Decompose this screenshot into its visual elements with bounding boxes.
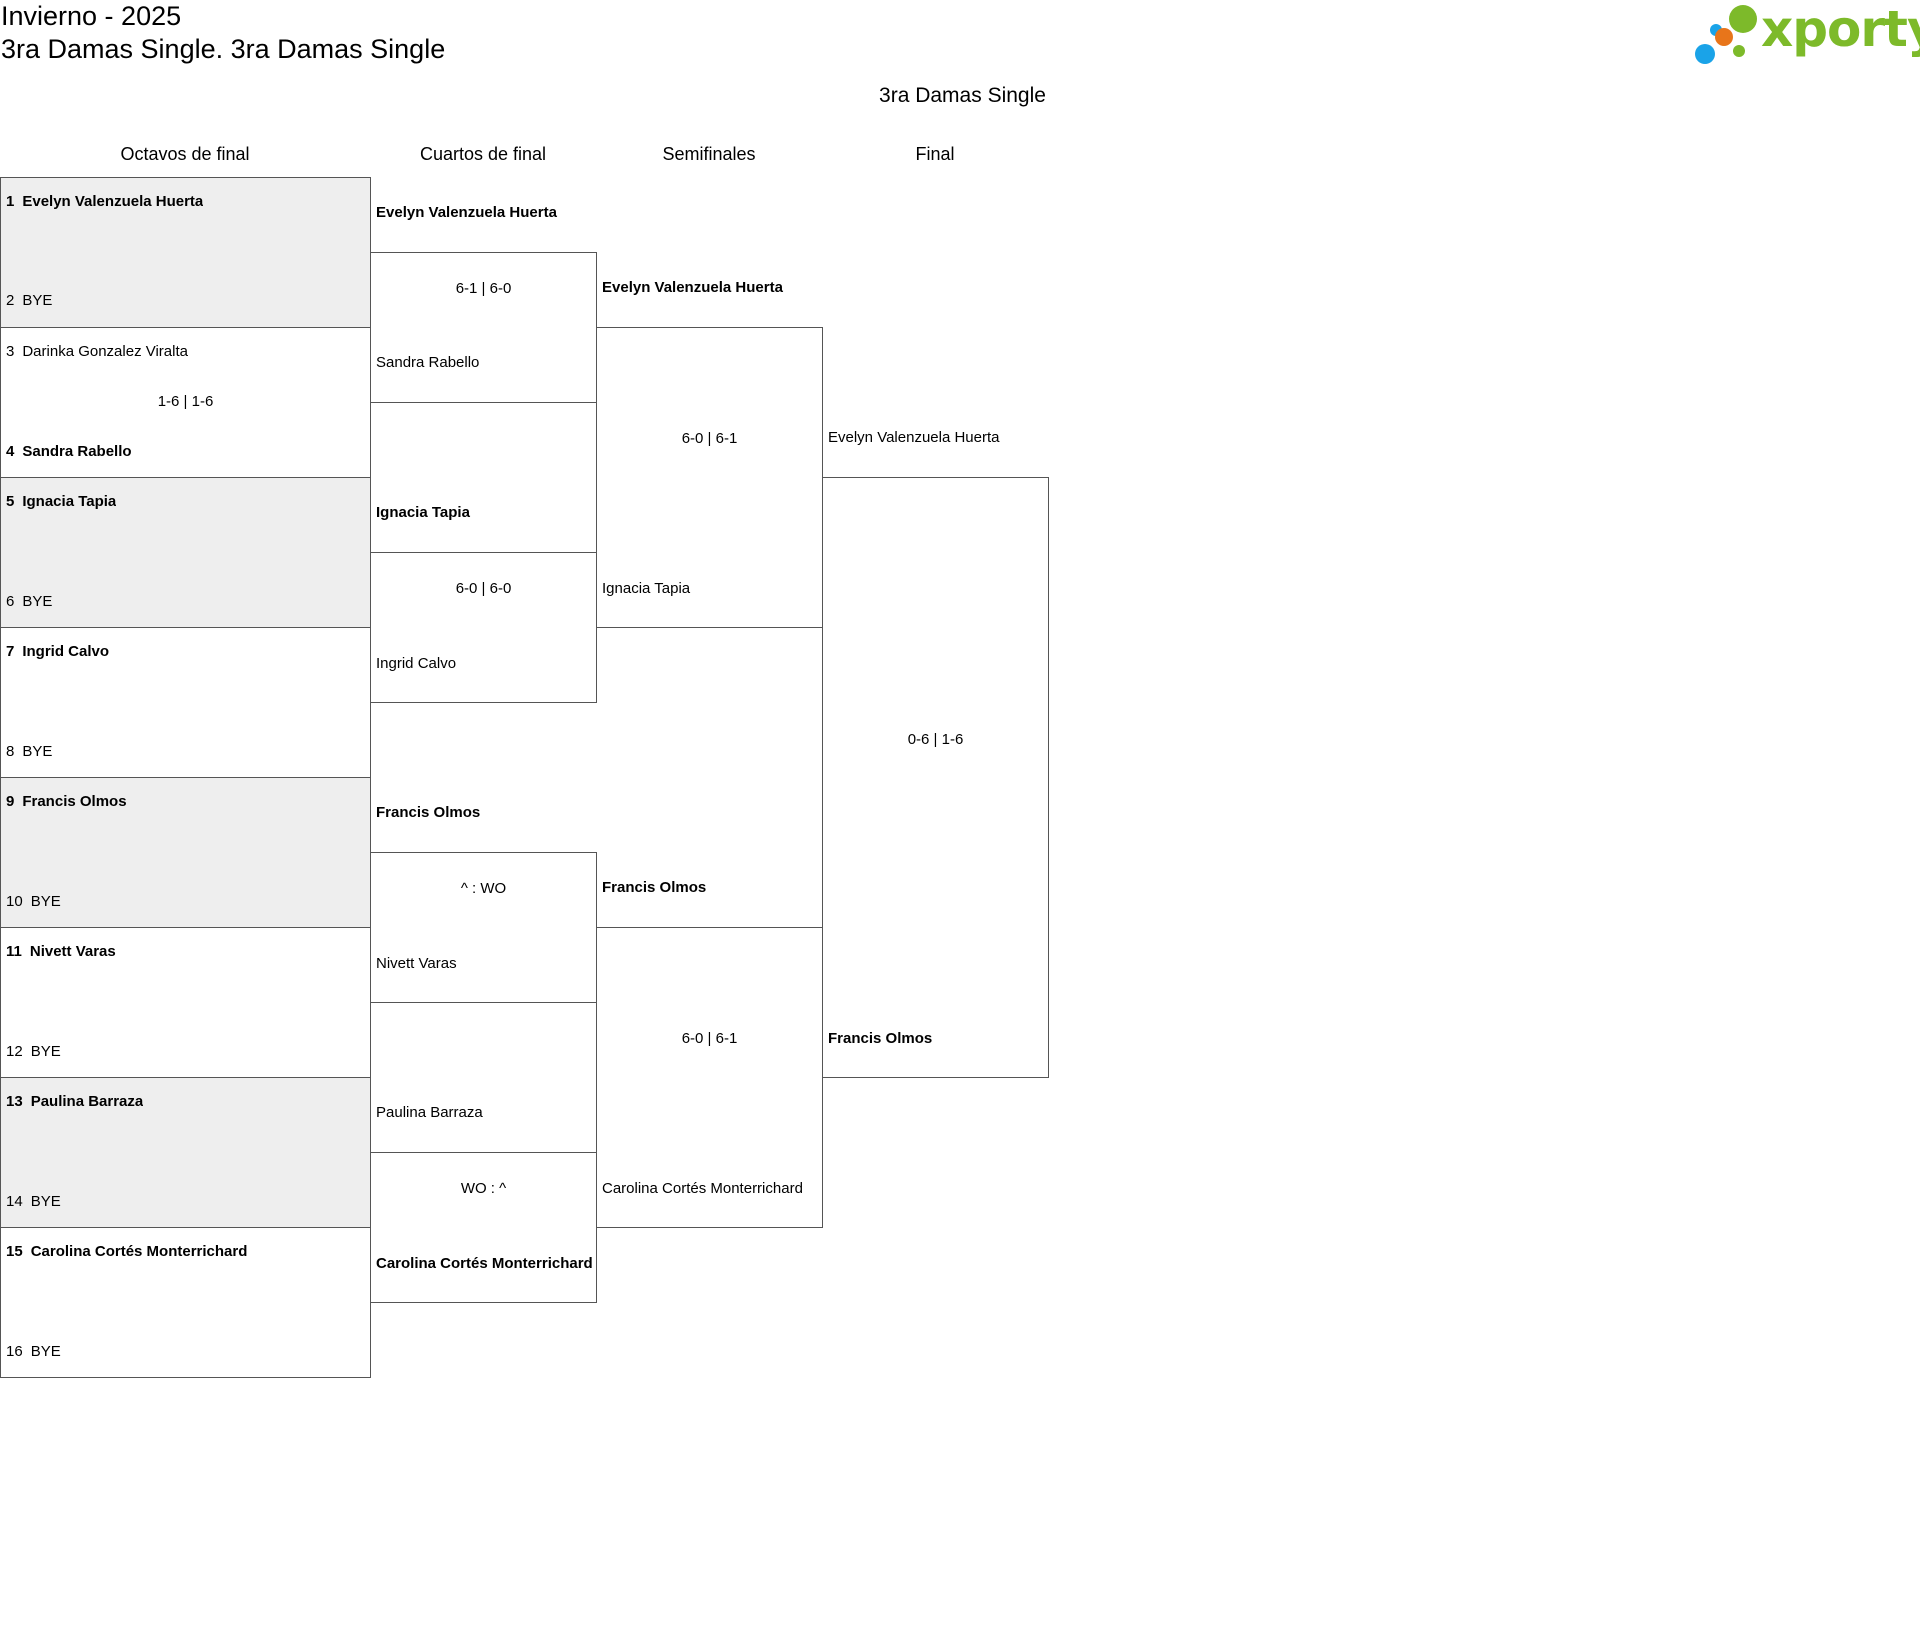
match-score: 1-6 | 1-6 (157, 393, 214, 410)
logo-dot-orange (1715, 28, 1733, 46)
match-r16-5 (0, 777, 371, 928)
match-score: WO : ^ (460, 1180, 507, 1197)
match-score: ^ : WO (460, 880, 507, 897)
player-slot: Evelyn Valenzuela Huerta (376, 204, 557, 221)
match-qf-4 (370, 1152, 597, 1303)
round-header-sf: Semifinales (662, 144, 756, 164)
match-r16-7 (0, 1077, 371, 1228)
player-slot: Sandra Rabello (376, 354, 480, 371)
player-slot: Nivett Varas (376, 955, 457, 972)
xporty-logo: xporty (1695, 0, 1920, 72)
logo-dot-green (1729, 5, 1757, 33)
match-score: 6-0 | 6-1 (681, 1030, 738, 1047)
season-title: Invierno - 2025 (1, 1, 182, 31)
player-slot: Ignacia Tapia (602, 580, 691, 597)
logo-dot-small-green (1733, 45, 1745, 57)
player-slot: Ignacia Tapia (376, 504, 470, 521)
logo-dot-blue (1695, 44, 1715, 64)
match-score: 6-0 | 6-0 (455, 580, 512, 597)
player-slot: Francis Olmos (828, 1030, 933, 1047)
match-final (822, 477, 1049, 1078)
round-header-qf: Cuartos de final (419, 144, 547, 164)
player-slot: Francis Olmos (602, 879, 707, 896)
player-slot: Carolina Cortés Monterrichard (376, 1255, 593, 1272)
category-title: 3ra Damas Single. 3ra Damas Single (1, 34, 446, 64)
player-slot: Paulina Barraza (376, 1104, 483, 1121)
match-qf-2 (370, 552, 597, 703)
match-score: 0-6 | 1-6 (907, 731, 964, 748)
player-slot: Ingrid Calvo (376, 655, 457, 672)
player-slot: Evelyn Valenzuela Huerta (602, 279, 783, 296)
draw-title: 3ra Damas Single (879, 84, 1046, 107)
player-slot: Evelyn Valenzuela Huerta (828, 429, 1000, 446)
match-qf-3 (370, 852, 597, 1003)
player-slot: Francis Olmos (376, 804, 481, 821)
logo-text: xporty (1761, 0, 1920, 58)
player-slot: Carolina Cortés Monterrichard (602, 1180, 803, 1197)
round-header-final: Final (915, 144, 955, 164)
match-score: 6-0 | 6-1 (681, 430, 738, 447)
match-qf-1 (370, 252, 597, 403)
match-score: 6-1 | 6-0 (455, 280, 512, 297)
round-header-r16: Octavos de final (120, 144, 250, 164)
